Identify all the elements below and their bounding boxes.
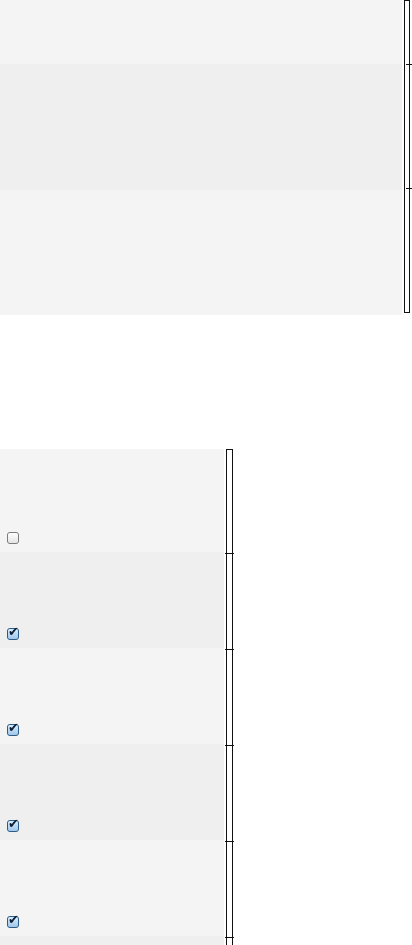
- check-icon: ✔: [8, 625, 19, 640]
- scrollbar-notch: [406, 64, 412, 65]
- top-list: [0, 0, 412, 315]
- row-checkbox[interactable]: ✔: [7, 913, 19, 928]
- row-checkbox[interactable]: [7, 532, 19, 544]
- row-checkbox[interactable]: ✔: [7, 817, 19, 832]
- scrollbar-notch: [406, 188, 412, 189]
- scrollbar-notch: [225, 649, 234, 650]
- list-row[interactable]: ✔: [0, 552, 224, 648]
- scrollbar-track[interactable]: [225, 449, 234, 945]
- checklist: ✔ ✔ ✔ ✔: [0, 449, 240, 945]
- list-row[interactable]: ✔: [0, 840, 224, 936]
- check-icon: ✔: [8, 721, 19, 736]
- check-icon: ✔: [8, 817, 19, 832]
- row-checkbox[interactable]: ✔: [7, 721, 19, 736]
- row-checkbox[interactable]: ✔: [7, 625, 19, 640]
- list-row[interactable]: ✔: [0, 744, 224, 840]
- scrollbar-notch: [225, 553, 234, 554]
- scrollbar-notch: [225, 937, 234, 938]
- scrollbar-notch: [225, 745, 234, 746]
- list-row[interactable]: [0, 449, 224, 552]
- list-row[interactable]: [0, 190, 402, 315]
- list-row[interactable]: [0, 0, 402, 64]
- list-row[interactable]: [0, 64, 402, 190]
- list-row[interactable]: ✔: [0, 648, 224, 744]
- scrollbar-track[interactable]: [404, 0, 412, 313]
- scrollbar-notch: [225, 841, 234, 842]
- list-row[interactable]: [0, 936, 224, 945]
- check-icon: ✔: [8, 913, 19, 928]
